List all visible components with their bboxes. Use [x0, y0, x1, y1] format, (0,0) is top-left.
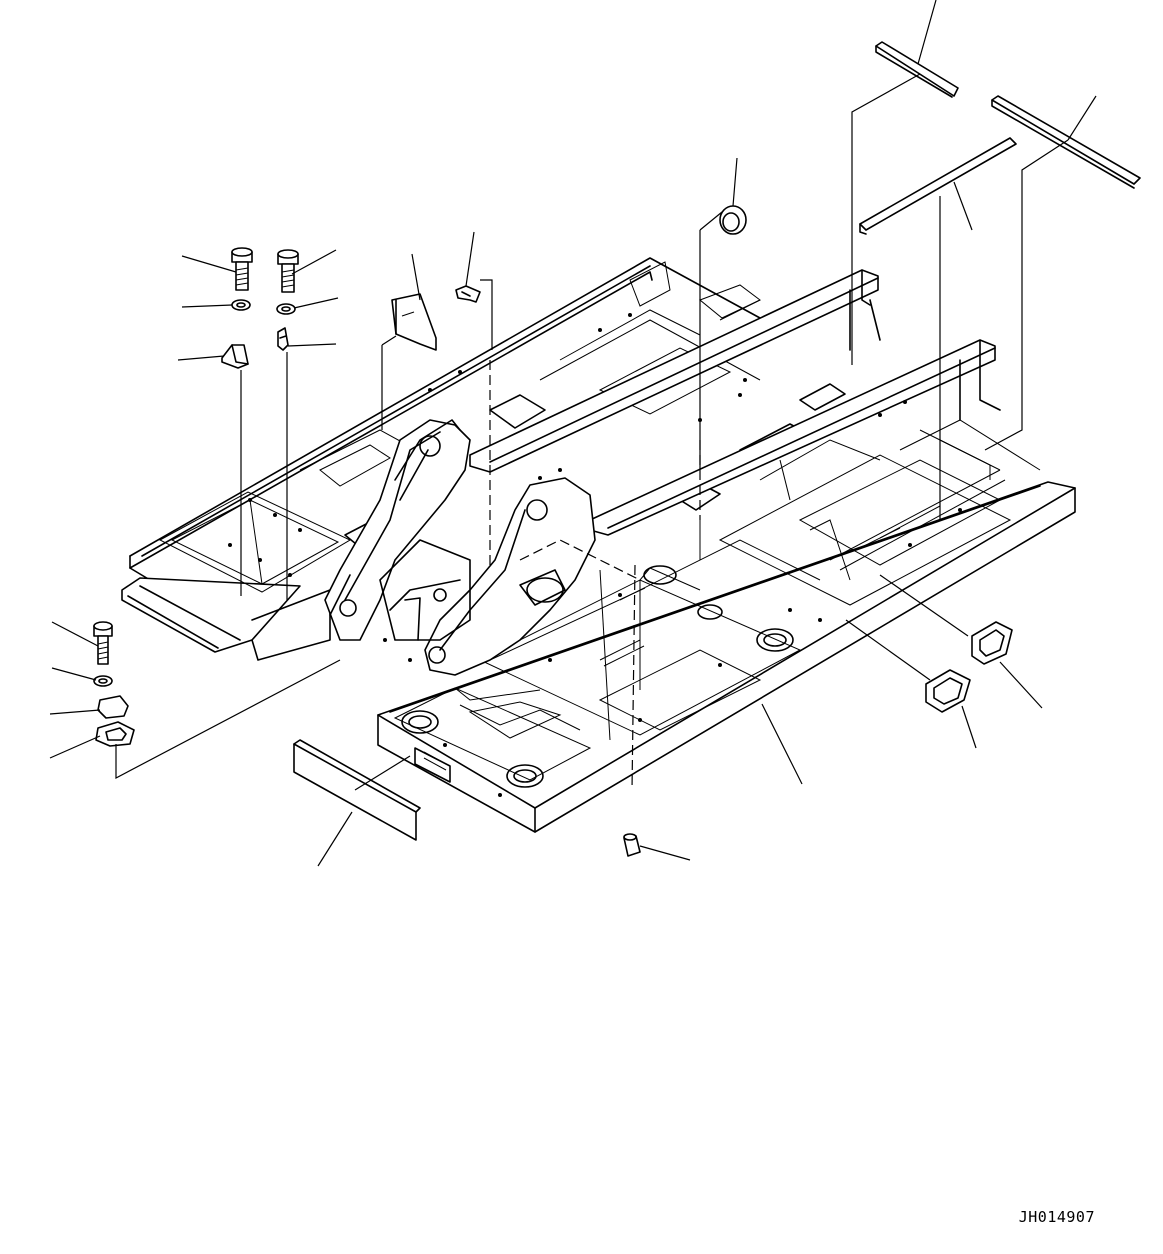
- main-girders: [324, 269, 1001, 676]
- part-washer-right: [276, 303, 296, 315]
- assembly-dashed-lines: [489, 360, 701, 791]
- part-grommet-top: [719, 205, 747, 235]
- part-seal-strip-right: [991, 95, 1141, 189]
- part-seal-strip-top: [875, 41, 959, 98]
- part-seal-strip-middle: [859, 137, 1017, 235]
- part-clip: [277, 327, 289, 351]
- part-bolt-lower: [93, 621, 113, 665]
- part-cover-right-inner: [925, 669, 971, 713]
- leader-lines: [49, 0, 1097, 867]
- bolt-holes: [228, 313, 962, 797]
- part-washer-left: [231, 299, 251, 311]
- part-cover-right-outer: [971, 621, 1013, 665]
- part-washer-lower: [93, 675, 113, 687]
- part-cover-plate: [391, 293, 437, 351]
- part-bolt-right: [277, 249, 299, 293]
- part-rubber-mat: [293, 739, 421, 841]
- part-gasket-lower: [95, 721, 135, 747]
- part-plate-lower: [97, 695, 129, 719]
- part-c-clip: [455, 285, 481, 303]
- drawing-id-label: JH014907: [1018, 1208, 1095, 1226]
- revolving-frame: [121, 257, 1076, 833]
- part-bracket: [221, 344, 249, 369]
- part-plug: [623, 833, 641, 857]
- part-bolt-left: [231, 247, 253, 291]
